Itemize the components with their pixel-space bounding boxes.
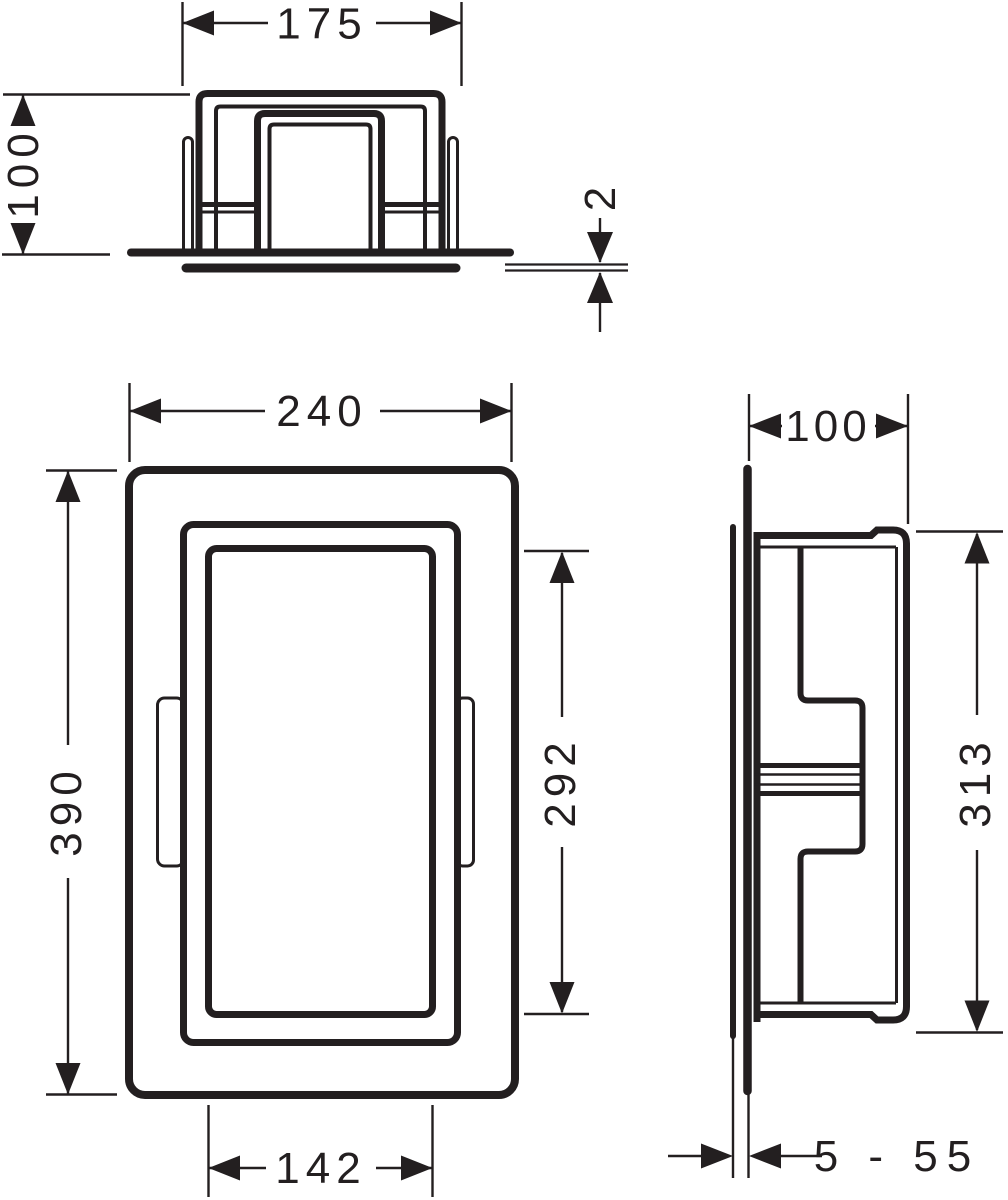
dim-mounting-range: 5 - 55 <box>668 1132 981 1181</box>
dim-inner-width: 142 <box>207 1105 434 1197</box>
arrowhead-up <box>55 470 81 502</box>
dim-label-142: 142 <box>275 1144 366 1193</box>
arrowhead-down <box>55 1063 81 1095</box>
arrowhead-right <box>701 1143 733 1169</box>
arrowhead-down <box>964 1000 990 1032</box>
arrowhead-left <box>129 398 161 424</box>
arrowhead-right <box>876 413 908 439</box>
dim-label-313: 313 <box>951 736 1000 827</box>
arrowhead-up <box>10 94 36 126</box>
arrowhead-left <box>208 1155 240 1181</box>
dim-label-5-55: 5 - 55 <box>814 1132 981 1181</box>
arrowhead-down <box>587 232 613 263</box>
top-center-box-inner-line <box>267 122 373 251</box>
dim-label-240: 240 <box>276 387 367 436</box>
front-view: 240 390 292 <box>42 383 589 1197</box>
side-view: 100 313 5 - 55 <box>668 394 1003 1181</box>
dim-overall-height: 390 <box>42 469 117 1096</box>
dim-trim-thickness: 2 <box>505 181 628 332</box>
dim-overall-width: 240 <box>128 383 513 462</box>
dim-label-100-side: 100 <box>785 402 870 451</box>
dim-top-depth: 100 <box>0 93 190 256</box>
dim-width-across-clips: 175 <box>181 0 463 86</box>
front-opening-frame <box>180 521 461 1046</box>
dim-label-100-top: 100 <box>0 127 48 218</box>
side-body-outline <box>757 526 910 1024</box>
arrowhead-up <box>549 551 575 583</box>
dim-label-2: 2 <box>576 181 625 211</box>
arrowhead-left <box>182 10 214 36</box>
arrowhead-left <box>749 1143 781 1169</box>
dim-side-height: 313 <box>916 530 1003 1034</box>
arrowhead-up <box>964 532 990 564</box>
top-view: 175 100 2 <box>0 0 628 332</box>
top-outer-body-outline <box>195 90 446 251</box>
arrowhead-up <box>587 272 613 303</box>
top-center-box-outline <box>254 110 385 251</box>
arrowhead-left <box>749 413 781 439</box>
top-inner-wall-line <box>214 104 427 251</box>
dim-label-292: 292 <box>536 736 585 827</box>
front-inner-recess <box>205 545 436 1018</box>
front-left-clip <box>156 696 185 868</box>
front-outer-frame <box>125 466 519 1099</box>
arrowhead-right <box>401 1155 433 1181</box>
arrowhead-right <box>430 10 462 36</box>
dim-label-390: 390 <box>42 765 91 856</box>
arrowhead-down <box>10 223 36 255</box>
dim-side-depth: 100 <box>747 394 910 524</box>
dim-label-175: 175 <box>276 0 367 49</box>
front-right-clip <box>455 696 475 868</box>
arrowhead-right <box>480 398 512 424</box>
top-right-clip <box>447 136 459 254</box>
top-left-clip <box>182 136 194 254</box>
arrowhead-down <box>549 982 575 1014</box>
side-recess-profile <box>797 547 866 1003</box>
dim-inner-height: 292 <box>524 549 589 1016</box>
